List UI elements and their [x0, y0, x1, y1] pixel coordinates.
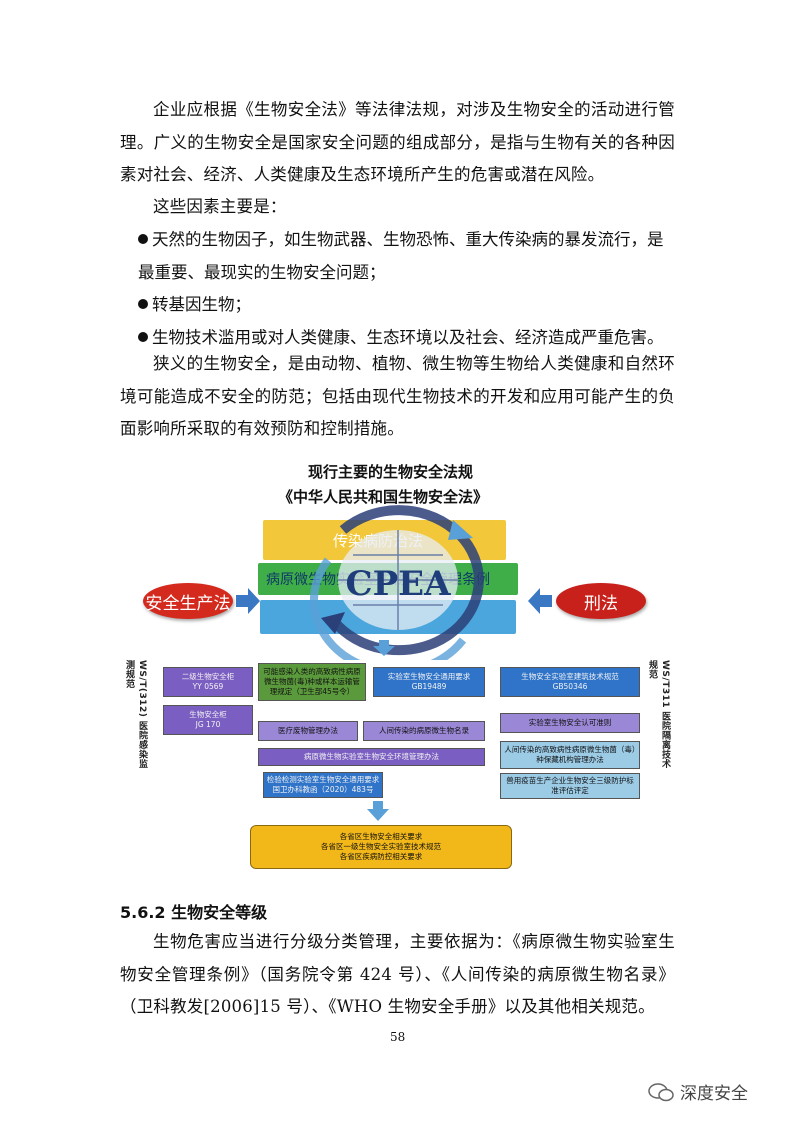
box-lab-accreditation: 实验室生物安全认可准则	[500, 713, 640, 733]
box-covid-lab: 检验检测实验室生物安全通用要求国卫办科教函（2020）483号	[263, 772, 383, 798]
ellipse-criminal-law: 刑法	[556, 583, 646, 619]
bullet-item-2: 转基因生物；	[138, 289, 675, 322]
wechat-icon	[648, 1082, 674, 1101]
arrow-left-icon	[528, 588, 552, 614]
bullet-icon	[138, 234, 148, 244]
arrow-right-icon	[236, 588, 260, 614]
diagram-subtitle: 《中华人民共和国生物安全法》	[278, 488, 489, 506]
arrow-down-icon	[367, 801, 389, 821]
bullet-text-2: 转基因生物；	[152, 295, 251, 314]
box-pathogen-list: 人间传染的病原微生物名录	[363, 721, 485, 741]
bullet-icon	[138, 299, 148, 309]
cpea-globe-logo: CPEA	[310, 505, 484, 660]
bullet-item-3: 生物技术滥用或对人类健康、生态环境以及社会、经济造成严重危害。	[138, 322, 675, 355]
box-environment-rule: 病原微生物实验室生物安全环境管理办法	[258, 748, 485, 766]
paragraph-4: 生物危害应当进行分级分类管理，主要依据为：《病原微生物实验室生物安全管理条例》（…	[120, 932, 675, 1016]
regulation-diagram: 现行主要的生物安全法规 《中华人民共和国生物安全法》 传染病防治法 病原微生物实…	[108, 455, 670, 875]
ellipse-work-safety-law: 安全生产法	[143, 583, 233, 619]
box-medical-waste-rule: 医疗废物管理办法	[258, 721, 358, 741]
bullet-text-1: 天然的生物因子，如生物武器、生物恐怖、重大传染病的暴发流行，是最重要、最现实的生…	[138, 230, 664, 282]
bullet-icon	[138, 332, 148, 342]
diagram-title: 现行主要的生物安全法规	[308, 463, 474, 481]
cpea-logo-text: CPEA	[346, 564, 452, 604]
section-heading: 5.6.2 生物安全等级	[120, 903, 268, 922]
bullet-text-3: 生物技术滥用或对人类健康、生态环境以及社会、经济造成严重危害。	[152, 328, 664, 347]
paragraph-1: 企业应根据《生物安全法》等法律法规，对涉及生物安全的活动进行管理。广义的生物安全…	[120, 100, 675, 184]
page-number: 58	[390, 1030, 406, 1044]
box-enterprise-evaluation: 兽用疫苗生产企业生物安全三级防护标准评估评定	[500, 773, 640, 799]
paragraph-3: 狭义的生物安全，是由动物、植物、微生物等生物给人类健康和自然环境可能造成不安全的…	[120, 354, 675, 438]
left-vertical-label: WS/T(312) 医院感染监测规范	[124, 660, 147, 769]
box-human-pathogen-storage: 人间传染的高致病性病原微生物菌（毒）种保藏机构管理办法	[500, 741, 640, 769]
box-transport-rule: 可能感染人类的高致病性病原微生物菌(毒)种或样本运输管理规定（卫生部45号令）	[258, 663, 366, 701]
watermark: 深度安全	[648, 1079, 748, 1104]
arrow-down-icon	[373, 640, 395, 656]
box-provincial-requirements: 各省区生物安全相关要求各省区一级生物安全实验室技术规范各省区疾病防控相关要求	[250, 825, 512, 869]
bullet-item-1: 天然的生物因子，如生物武器、生物恐怖、重大传染病的暴发流行，是最重要、最现实的生…	[138, 224, 675, 289]
paragraph-2: 这些因素主要是：	[153, 197, 287, 216]
right-vertical-label: WS/T311 医院隔离技术规范	[647, 660, 670, 769]
watermark-text: 深度安全	[680, 1084, 748, 1104]
